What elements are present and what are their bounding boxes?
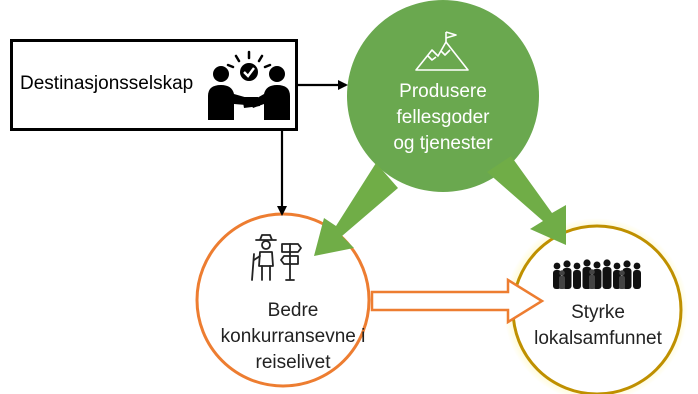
produce-circle	[347, 0, 539, 192]
competitiveness-line-3: reiselivet	[255, 352, 331, 373]
produce-line-1: Produsere	[399, 81, 487, 102]
destination-label: Destinasjonsselskap	[20, 73, 194, 94]
competitiveness-line-2: konkurransevne i	[220, 326, 366, 347]
produce-to-competitiveness-arrow	[314, 163, 398, 256]
community-label: Styrke lokalsamfunnet	[512, 300, 684, 352]
hiker-signpost-icon	[251, 234, 302, 281]
produce-line-3: og tjenester	[393, 133, 493, 154]
competitiveness-to-community-arrow	[370, 277, 545, 325]
produce-label: Produsere fellesgoder og tjenester	[348, 79, 538, 157]
handshake-people-icon	[208, 50, 290, 120]
competitiveness-label: Bedre konkurransevne i reiselivet	[196, 298, 390, 376]
mountain-flag-icon	[415, 31, 469, 71]
community-line-1: Styrke	[571, 302, 625, 323]
produce-line-2: fellesgoder	[396, 107, 490, 128]
produce-to-community-arrow	[487, 156, 566, 245]
competitiveness-line-1: Bedre	[267, 300, 319, 321]
crowd-icon	[553, 259, 641, 289]
community-line-2: lokalsamfunnet	[534, 328, 662, 349]
